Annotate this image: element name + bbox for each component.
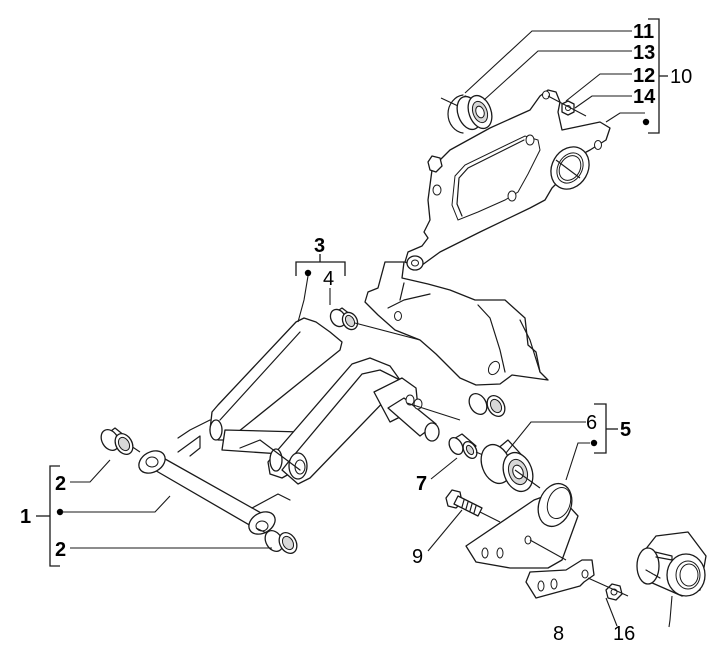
- callout-group-5: [505, 403, 618, 481]
- rear-bushing-part[interactable]: [466, 390, 509, 419]
- callout-12[interactable]: 12: [633, 65, 655, 87]
- bracket-5-part[interactable]: [465, 479, 579, 569]
- plate-part[interactable]: [525, 559, 595, 599]
- callout-2-lower[interactable]: 2: [55, 539, 66, 561]
- nut-8-part[interactable]: [587, 577, 629, 601]
- bushing-2-upper-part[interactable]: [98, 426, 137, 457]
- callout-1[interactable]: 1: [20, 506, 31, 528]
- leader-8: [605, 597, 618, 627]
- callout-10[interactable]: 10: [670, 66, 692, 88]
- silent-block-6-part[interactable]: [476, 439, 541, 496]
- callout-8[interactable]: 8: [553, 623, 564, 645]
- nut-12-14-part[interactable]: [547, 95, 587, 117]
- callout-5[interactable]: 5: [620, 419, 631, 441]
- callout-14[interactable]: 14: [633, 86, 656, 108]
- callout-2-upper[interactable]: 2: [55, 473, 66, 495]
- bushing-2-lower-part[interactable]: [262, 527, 301, 556]
- spacer-7-part[interactable]: [446, 433, 491, 461]
- callout-6[interactable]: 6: [586, 412, 597, 434]
- swing-arm-frame[interactable]: [404, 89, 611, 271]
- callout-7[interactable]: 7: [416, 473, 427, 495]
- leader-7: [430, 457, 458, 480]
- callout-4[interactable]: 4: [323, 268, 334, 290]
- callout-group-10: [464, 18, 668, 134]
- pin-shaft-1-part[interactable]: [121, 435, 291, 539]
- callout-3[interactable]: 3: [314, 235, 325, 257]
- callout-group-1: [36, 459, 272, 567]
- callout-9[interactable]: 9: [412, 546, 423, 568]
- callout-11[interactable]: 11: [633, 21, 654, 43]
- engine-mount-bracket[interactable]: [364, 261, 549, 386]
- bearing-part[interactable]: [453, 92, 496, 132]
- leader-9: [427, 509, 463, 552]
- silent-block-16-part[interactable]: [636, 531, 707, 597]
- link-arm-assembly[interactable]: [177, 317, 461, 485]
- callout-16[interactable]: 16: [613, 623, 635, 645]
- bolt-9-part[interactable]: [445, 489, 501, 523]
- callout-group-3: [295, 254, 346, 323]
- bushing-4-part[interactable]: [327, 307, 421, 341]
- callout-13[interactable]: 13: [633, 42, 655, 64]
- leader-16: [668, 595, 673, 628]
